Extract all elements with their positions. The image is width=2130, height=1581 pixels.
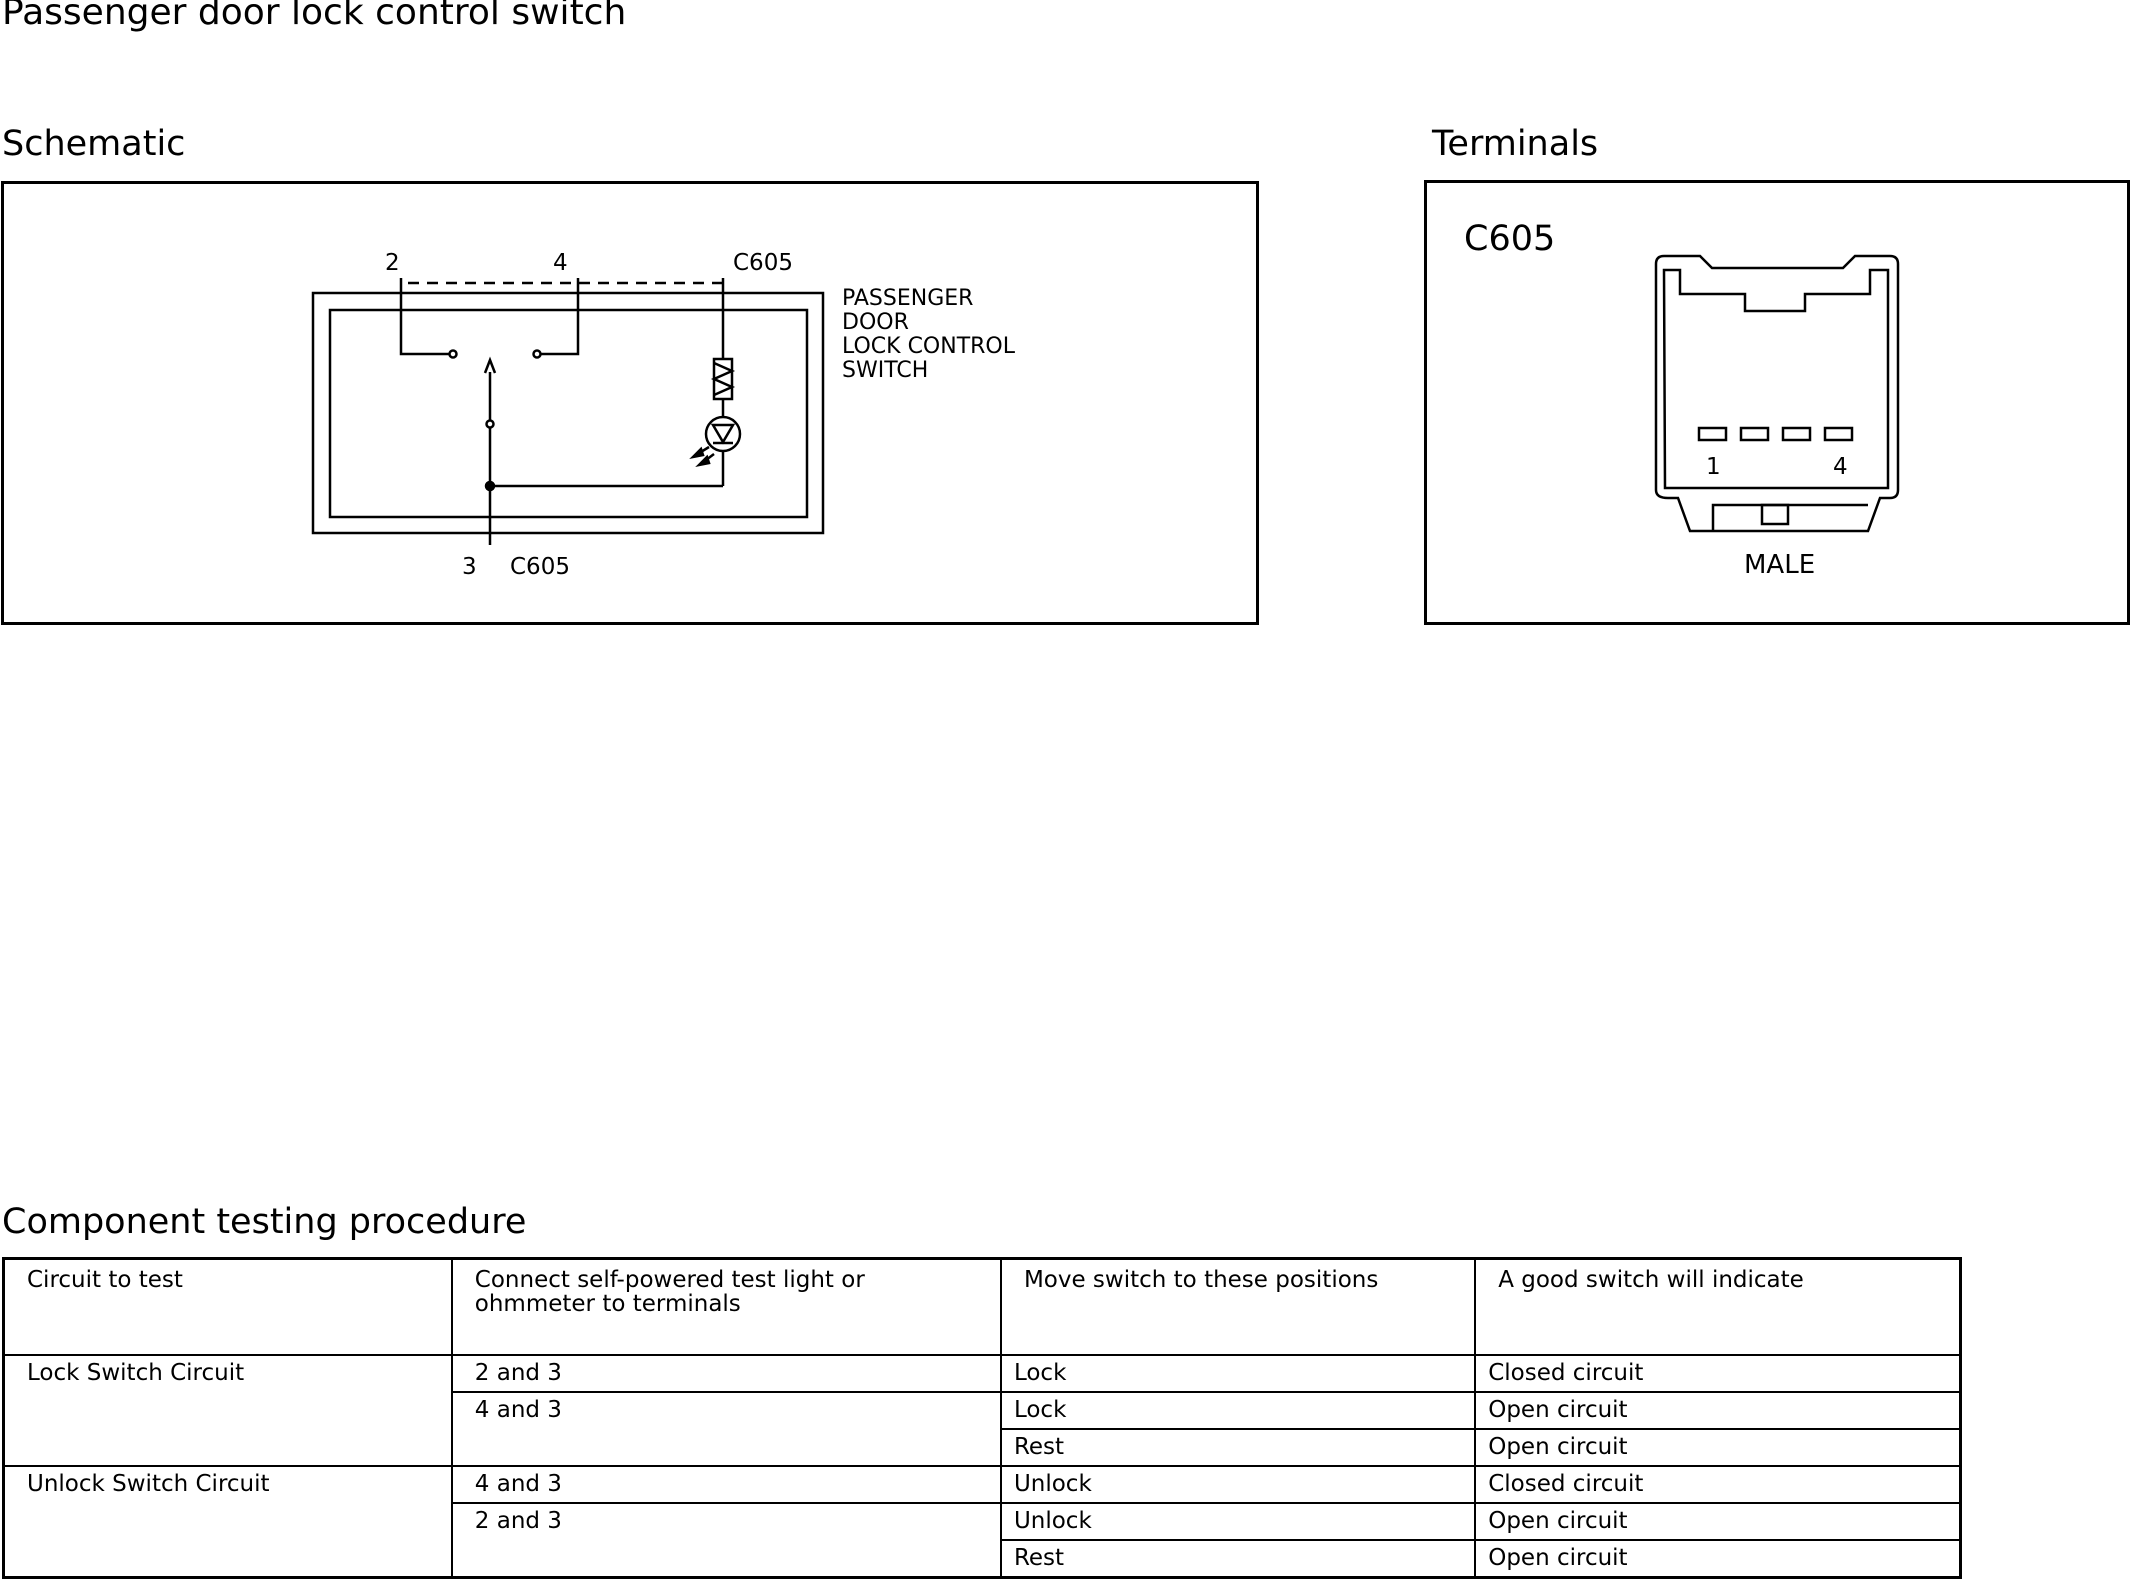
column-header-circuit: Circuit to test [2, 1257, 453, 1356]
connector-lower-edge [1711, 503, 1868, 531]
led-icon [704, 415, 742, 453]
procedure-table: Circuit to test Connect self-powered tes… [2, 1257, 1962, 1579]
terminal-4-lead [540, 278, 580, 356]
table-row: Rest Open circuit [4, 1539, 1962, 1579]
component-label-line-1: PASSENGER [842, 286, 973, 311]
cell-terminals: 4 and 3 [450, 1391, 1002, 1467]
contact-arrow-icon [483, 356, 497, 374]
pivot-contact [485, 419, 495, 429]
schematic-panel: 2 4 C605 3 C605 PASSENGER DOOR LOCK CONT… [1, 181, 1259, 625]
terminal-pin-4 [1823, 426, 1854, 442]
component-label-line-3: LOCK CONTROL [842, 334, 1016, 359]
column-header-positions: Move switch to these positions [999, 1257, 1477, 1356]
cell-result: Open circuit [1474, 1428, 1962, 1467]
light-arrow-1-icon [689, 446, 705, 460]
cell-position: Unlock [999, 1502, 1477, 1541]
led-diode-triangle [710, 423, 736, 445]
connector-cavity-outline [1662, 268, 1890, 490]
table-row: Rest Open circuit [4, 1428, 1962, 1467]
component-label-line-4: SWITCH [842, 358, 928, 383]
procedure-heading: Component testing procedure [2, 1202, 527, 1242]
terminal-pin-2 [1739, 426, 1770, 442]
table-row: Lock Switch Circuit 2 and 3 Lock Closed … [2, 1354, 1962, 1467]
cell-result: Closed circuit [1474, 1354, 1962, 1393]
switch-housing-outer [311, 291, 825, 535]
table-row: 4 and 3 Lock Open circuit [4, 1391, 1962, 1467]
terminal-pin-1 [1697, 426, 1728, 442]
pin-3-label: 3 [462, 554, 477, 580]
cell-position: Unlock [999, 1465, 1477, 1504]
cell-result: Open circuit [1474, 1502, 1962, 1541]
cell-position: Rest [999, 1539, 1477, 1579]
connector-gender-label: MALE [1744, 550, 1815, 580]
cell-circuit: Lock Switch Circuit [2, 1354, 453, 1467]
pin-2-label: 2 [385, 250, 400, 276]
contact-2 [448, 349, 458, 359]
column-header-terminals: Connect self-powered test light or ohmme… [450, 1257, 1002, 1356]
table-row: 2 and 3 Unlock Open circuit [4, 1502, 1962, 1579]
cell-terminals: 2 and 3 [450, 1502, 1002, 1579]
resistor-zigzag [710, 361, 736, 397]
terminal-pin-3 [1781, 426, 1812, 442]
cell-circuit: Unlock Switch Circuit [2, 1465, 453, 1579]
terminals-panel: C605 1 4 MALE [1424, 180, 2130, 625]
cell-terminals: 2 and 3 [450, 1354, 1002, 1393]
connector-bottom-label: C605 [510, 554, 570, 580]
component-label-line-2: DOOR [842, 310, 909, 335]
schematic-heading: Schematic [2, 124, 186, 164]
schematic-diagram: 2 4 C605 3 C605 PASSENGER DOOR LOCK CONT… [311, 250, 1016, 580]
cell-terminals: 4 and 3 [450, 1465, 1002, 1504]
table-row: Unlock Switch Circuit 4 and 3 Unlock Clo… [2, 1465, 1962, 1579]
pin-4-label: 4 [553, 250, 568, 276]
light-arrow-2-icon [695, 454, 711, 468]
page-title: Passenger door lock control switch [2, 0, 627, 33]
contact-4 [532, 349, 542, 359]
terminal-2-lead [399, 278, 450, 356]
connector-id-label: C605 [1464, 219, 1555, 259]
pin-1-number: 1 [1706, 454, 1721, 480]
table-header-row: Circuit to test Connect self-powered tes… [2, 1257, 1962, 1356]
cell-result: Open circuit [1474, 1539, 1962, 1579]
connector-top-label: C605 [733, 250, 793, 276]
connector-face-diagram: C605 1 4 MALE [1464, 219, 1900, 580]
connector-key-tab [1760, 503, 1790, 526]
column-header-indication: A good switch will indicate [1474, 1257, 1962, 1356]
cell-position: Lock [999, 1391, 1477, 1430]
connector-housing-outline [1654, 254, 1900, 533]
pin-4-number: 4 [1833, 454, 1848, 480]
terminals-heading: Terminals [1432, 124, 1599, 164]
cell-result: Open circuit [1474, 1391, 1962, 1430]
cell-position: Rest [999, 1428, 1477, 1467]
cell-position: Lock [999, 1354, 1477, 1393]
switch-housing-inner [328, 308, 809, 519]
cell-result: Closed circuit [1474, 1465, 1962, 1504]
